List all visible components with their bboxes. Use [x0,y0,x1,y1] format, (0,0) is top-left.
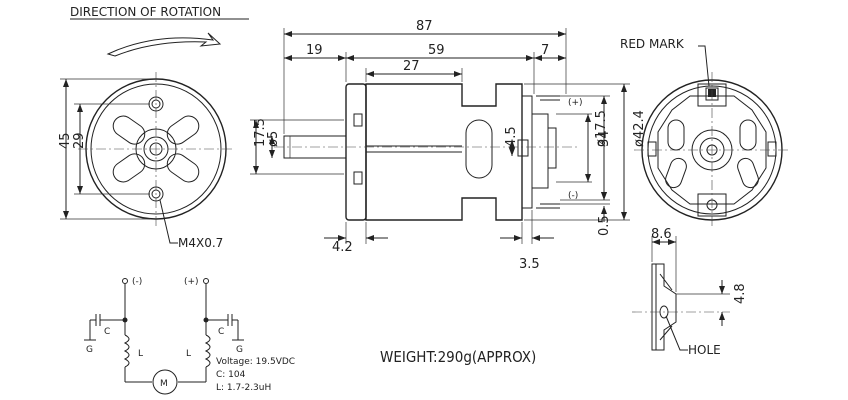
dim-terminal-width: 8.6 [651,227,672,242]
motor-symbol-icon [152,369,178,395]
terminal-minus: (-) [568,191,578,201]
screw-label: M4X0.7 [178,236,223,250]
rear-view: RED MARK [620,37,790,228]
dim-terminal-span: 34 [597,130,612,147]
spec-capacitance: C: 104 [216,370,246,380]
dim-total-length: 87 [416,19,433,34]
dim-height-outer: 45 [58,132,73,149]
dim-flange-length: 27 [403,59,420,74]
dim-height-inner: 29 [72,132,87,149]
ind-label-right: L [186,349,191,359]
weight-label: WEIGHT:290g(APPROX) [380,348,536,366]
hole-label: HOLE [688,343,721,357]
spec-voltage: Voltage: 19.5VDC [216,357,295,367]
motor-label: M [160,379,168,389]
terminal-detail: 8.6 4.8 HOLE [632,227,748,357]
rotation-arrow-icon [106,32,222,57]
dim-shaft-step: 4.2 [332,240,353,255]
ind-label-left: L [138,349,143,359]
schematic-plus-terminal: (+) [184,277,199,287]
schematic: (-) (+) C G L C G L [84,277,295,395]
terminal-plus: (+) [568,98,583,108]
rotation-title: DIRECTION OF ROTATION [70,5,221,19]
cap-label-left: C [104,327,110,337]
dim-rear-step: 3.5 [519,257,540,272]
dim-boss-dia: 17.5 [253,118,268,147]
red-mark-label: RED MARK [620,37,685,51]
dim-shaft-length: 19 [306,43,323,58]
ground-label-left: G [86,345,93,355]
dim-body-length: 59 [428,43,445,58]
spec-inductance: L: 1.7-2.3uH [216,383,271,393]
dim-terminal-thk: 0.5 [597,215,612,236]
dim-rear-boss: 4.5 [504,126,519,147]
schematic-minus-terminal: (-) [132,277,142,287]
front-view: DIRECTION OF ROTATION 45 29 [58,5,249,250]
dim-shaft-dia: ø5 [266,131,281,147]
dim-hole-offset: 4.8 [733,283,748,304]
cap-label-right: C [218,327,224,337]
side-view: (+) (-) 87 19 59 7 27 17.5 ø5 4.5 [250,19,647,272]
dim-tail-length: 7 [541,43,549,58]
ground-label-right: G [236,345,243,355]
